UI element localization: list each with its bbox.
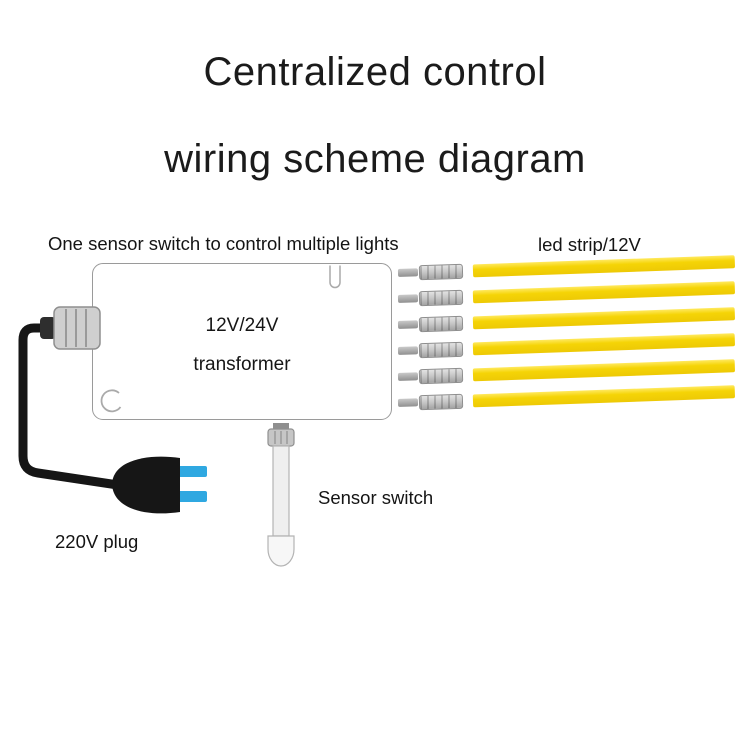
led-strip <box>472 384 736 407</box>
led-strips <box>397 254 743 425</box>
wire-crimp <box>397 320 419 329</box>
sensor-switch-art <box>267 423 295 567</box>
page-title-line2: wiring scheme diagram <box>164 137 586 181</box>
strip-connector <box>418 393 464 410</box>
led-strip-row <box>397 253 743 281</box>
dc-connector <box>40 306 101 350</box>
led-strip-row <box>397 331 743 359</box>
led-strip-row <box>397 383 743 411</box>
strip-connector <box>418 367 464 384</box>
led-strip <box>472 306 736 329</box>
wire-crimp <box>397 294 419 303</box>
page-title-line1: Centralized control <box>203 50 547 94</box>
wire-crimp <box>397 398 419 407</box>
wire-crimp <box>397 346 419 355</box>
sensor-label: Sensor switch <box>318 487 434 508</box>
transformer-box: 12V/24V transformer <box>92 263 392 420</box>
led-strip-row <box>397 279 743 307</box>
led-strip-label: led strip/12V <box>538 234 641 255</box>
led-strip <box>472 358 736 381</box>
transformer-label-line1: 12V/24V <box>205 315 279 336</box>
led-strip <box>472 254 736 277</box>
strip-connector <box>418 341 464 358</box>
plug-label: 220V plug <box>55 531 139 552</box>
transformer-label-line2: transformer <box>193 354 291 375</box>
strip-connector <box>418 289 464 306</box>
wire-crimp <box>397 268 419 277</box>
led-strip <box>472 332 736 355</box>
strip-connector <box>418 315 464 332</box>
led-strip-row <box>397 305 743 333</box>
subtitle-label: One sensor switch to control multiple li… <box>48 233 399 254</box>
led-strip-row <box>397 357 743 385</box>
wire-crimp <box>397 372 419 381</box>
strip-connector <box>418 263 464 280</box>
led-strip <box>472 280 736 303</box>
power-plug <box>112 456 207 514</box>
